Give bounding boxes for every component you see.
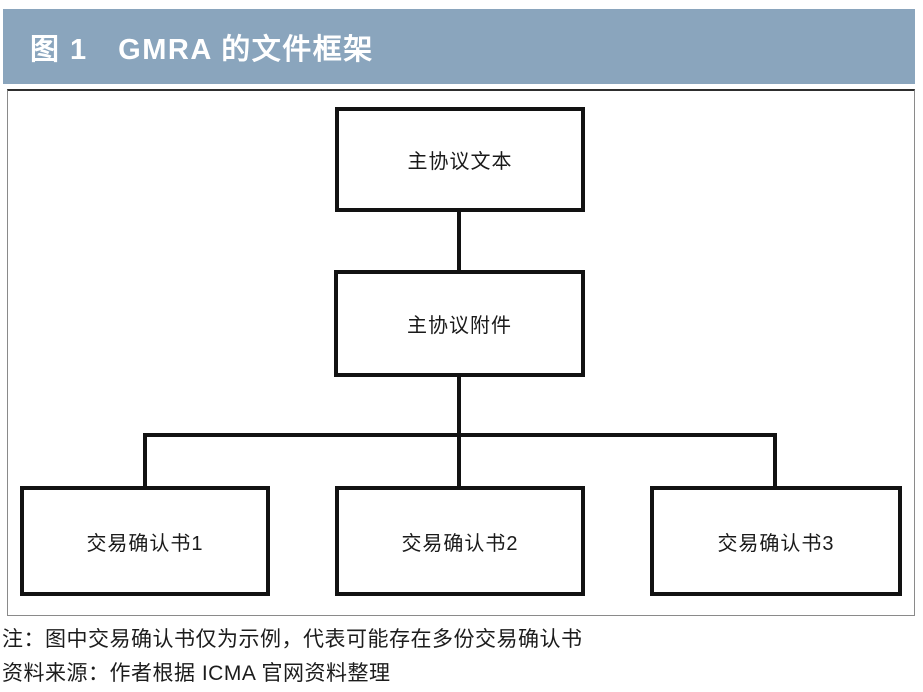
connector-annex-to-confirmation-2 [457, 377, 461, 486]
footnote-source: 资料来源：作者根据 ICMA 官网资料整理 [2, 662, 391, 685]
node-master-agreement-text: 主协议文本 [335, 107, 585, 212]
node-label: 交易确认书3 [717, 532, 835, 555]
node-confirmation-2: 交易确认书2 [335, 486, 585, 596]
node-label: 交易确认书2 [401, 532, 519, 555]
node-confirmation-1: 交易确认书1 [20, 486, 270, 596]
node-master-agreement-annex: 主协议附件 [334, 270, 585, 377]
node-label: 交易确认书1 [86, 532, 204, 555]
connector-branch-to-confirmation-1 [143, 433, 147, 486]
connector-branch-to-confirmation-3 [773, 433, 777, 486]
node-label: 主协议文本 [407, 151, 513, 173]
connector-horizontal-branch [143, 433, 777, 437]
node-confirmation-3: 交易确认书3 [650, 486, 902, 596]
figure-title-bar: 图 1 GMRA 的文件框架 [3, 9, 915, 84]
footnote-note: 注：图中交易确认书仅为示例，代表可能存在多份交易确认书 [2, 628, 583, 651]
connector-master-text-to-annex [457, 212, 461, 270]
node-label: 主协议附件 [407, 315, 512, 337]
figure-title: 图 1 GMRA 的文件框架 [30, 33, 374, 66]
